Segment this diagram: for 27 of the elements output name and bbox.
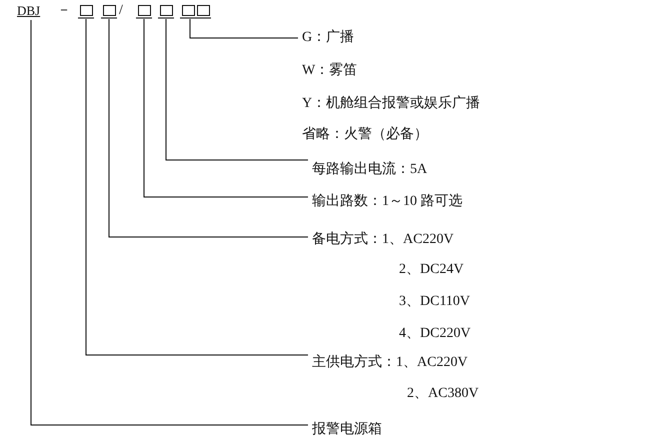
model-code-text: DBJ (17, 3, 45, 20)
option-text: 2、AC380V (407, 386, 479, 402)
option-text: 3、DC110V (399, 294, 470, 310)
description-text: 输出路数：1～10 路可选 (312, 194, 462, 210)
description-text: G：广播 (302, 30, 354, 46)
leader-line (108, 18, 308, 238)
leader-line (30, 20, 308, 426)
leader-line (190, 18, 298, 38)
separator-text: / (119, 3, 123, 19)
description-text: 备电方式：1、AC220V (312, 232, 454, 248)
leader-line (86, 18, 308, 356)
description-text: 主供电方式：1、AC220V (312, 355, 468, 371)
code-placeholder-box (78, 4, 94, 19)
code-placeholder-box (158, 4, 174, 19)
option-text: 4、DC220V (399, 326, 471, 342)
leader-line (144, 18, 308, 198)
option-text: 省略：火警（必备） (302, 127, 428, 143)
option-text: W：雾笛 (302, 63, 358, 79)
code-placeholder-box (180, 4, 211, 19)
leader-line (166, 18, 308, 160)
code-placeholder-box (136, 4, 152, 19)
option-text: 2、DC24V (399, 262, 464, 278)
separator-text: － (57, 3, 71, 19)
code-placeholder-box (101, 4, 117, 19)
description-text: 每路输出电流：5A (312, 162, 428, 178)
description-text: 报警电源箱 (312, 422, 382, 438)
option-text: Y：机舱组合报警或娱乐广播 (302, 96, 480, 112)
